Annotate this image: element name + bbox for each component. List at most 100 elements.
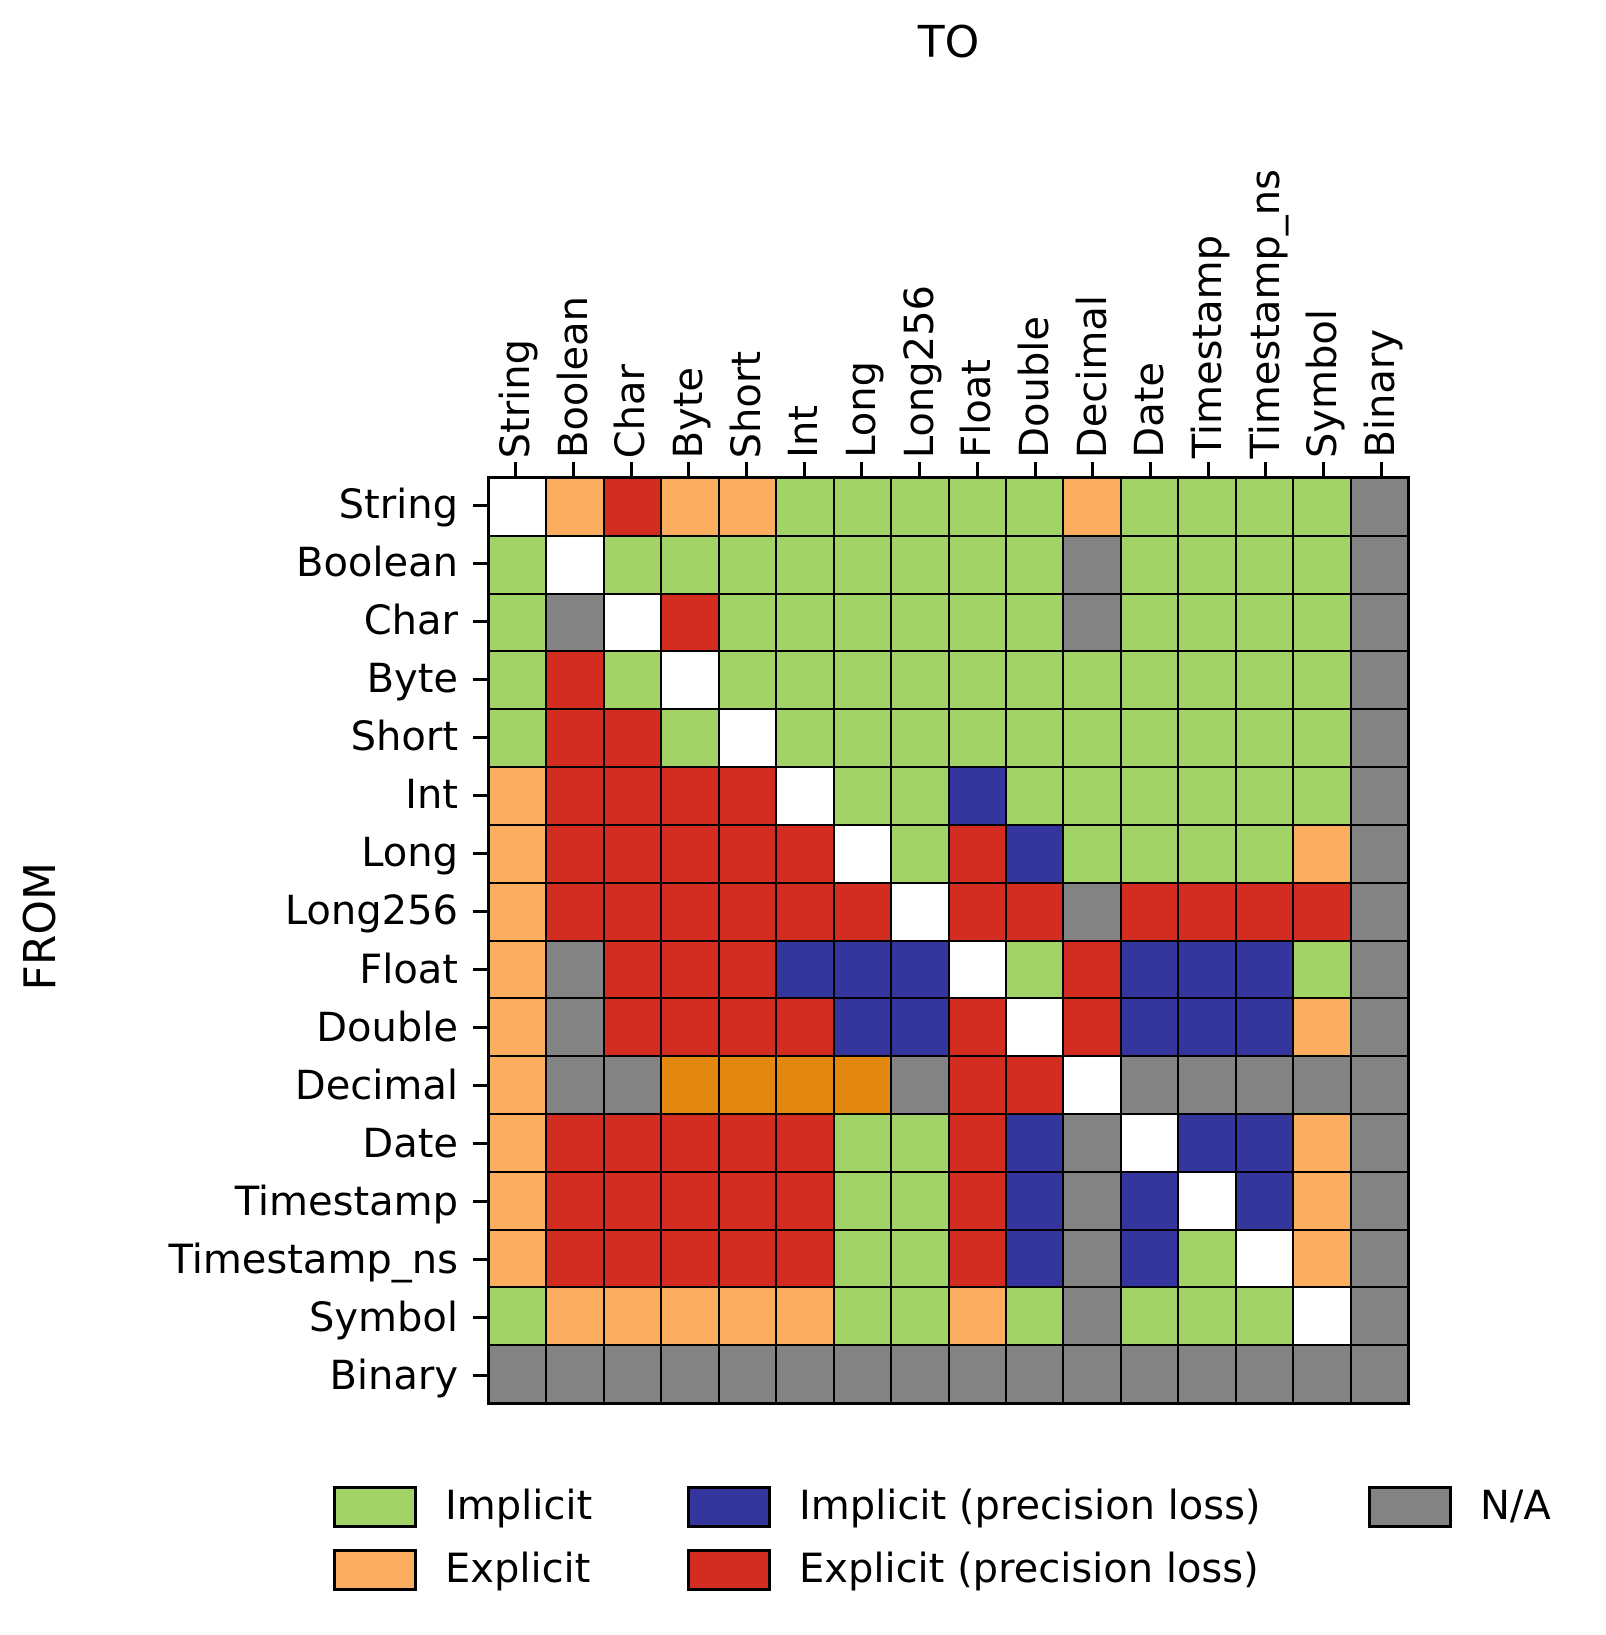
matrix-cell bbox=[489, 767, 547, 825]
column-label: Timestamp_ns bbox=[1242, 168, 1289, 458]
column-label: Float bbox=[954, 359, 1001, 458]
matrix-cell bbox=[718, 709, 777, 768]
matrix-cell bbox=[891, 998, 949, 1057]
matrix-cell bbox=[1235, 767, 1294, 825]
matrix-cell bbox=[661, 1345, 719, 1403]
matrix-cell bbox=[1120, 1287, 1179, 1346]
matrix-cell bbox=[891, 767, 949, 825]
matrix-cell bbox=[489, 1056, 547, 1114]
matrix-cell bbox=[1063, 940, 1121, 999]
matrix-cell bbox=[546, 940, 604, 999]
matrix-cell bbox=[1120, 535, 1179, 594]
matrix-cell bbox=[603, 1229, 662, 1288]
matrix-cell bbox=[718, 940, 777, 999]
row-label: Symbol bbox=[308, 1294, 458, 1341]
column-label: Date bbox=[1127, 362, 1174, 458]
matrix-cell bbox=[776, 882, 834, 941]
matrix-cell bbox=[1120, 1113, 1179, 1172]
matrix-cell bbox=[1005, 651, 1064, 710]
matrix-cell bbox=[776, 998, 834, 1057]
matrix-cell bbox=[1178, 767, 1236, 825]
matrix-cell bbox=[1293, 535, 1351, 594]
matrix-cell bbox=[833, 767, 892, 825]
matrix-cell bbox=[1178, 1113, 1236, 1172]
matrix-cell bbox=[891, 709, 949, 768]
matrix-cell bbox=[546, 767, 604, 825]
matrix-cell bbox=[1350, 593, 1408, 652]
column-label: Symbol bbox=[1300, 308, 1347, 458]
matrix-cell bbox=[546, 1229, 604, 1288]
matrix-cell bbox=[661, 1287, 719, 1346]
matrix-cell bbox=[718, 1229, 777, 1288]
x-tick-mark bbox=[572, 462, 576, 476]
matrix-cell bbox=[1350, 1287, 1408, 1346]
matrix-cell bbox=[1293, 593, 1351, 652]
matrix-cell bbox=[776, 478, 834, 536]
matrix-cell bbox=[1005, 1056, 1064, 1114]
legend-label: Implicit (precision loss) bbox=[799, 1483, 1261, 1529]
matrix-cell bbox=[718, 882, 777, 941]
matrix-cell bbox=[948, 1113, 1006, 1172]
matrix-cell bbox=[948, 1056, 1006, 1114]
matrix-cell bbox=[776, 651, 834, 710]
column-label: String bbox=[492, 338, 539, 458]
y-tick-mark bbox=[473, 1200, 487, 1204]
matrix-cell bbox=[546, 824, 604, 883]
y-tick-mark bbox=[473, 503, 487, 507]
matrix-cell bbox=[1063, 1056, 1121, 1114]
matrix-cell bbox=[603, 709, 662, 768]
column-label: Byte bbox=[665, 366, 712, 458]
matrix-cell bbox=[1350, 882, 1408, 941]
matrix-cell bbox=[1063, 767, 1121, 825]
row-label: Long bbox=[361, 830, 458, 877]
matrix-cell bbox=[891, 1287, 949, 1346]
column-label: Char bbox=[608, 363, 655, 458]
matrix-cell bbox=[1005, 998, 1064, 1057]
x-tick-mark bbox=[1321, 462, 1325, 476]
matrix-cell bbox=[1005, 535, 1064, 594]
x-tick-mark bbox=[1206, 462, 1210, 476]
matrix-cell bbox=[1005, 1113, 1064, 1172]
matrix-cell bbox=[1235, 882, 1294, 941]
matrix-cell bbox=[603, 767, 662, 825]
matrix-cell bbox=[1063, 593, 1121, 652]
matrix-cell bbox=[1063, 651, 1121, 710]
matrix-cell bbox=[948, 1229, 1006, 1288]
matrix-cell bbox=[833, 535, 892, 594]
matrix-cell bbox=[1120, 998, 1179, 1057]
matrix-cell bbox=[546, 1287, 604, 1346]
matrix-cell bbox=[546, 1113, 604, 1172]
matrix-cell bbox=[661, 478, 719, 536]
matrix-cell bbox=[1005, 767, 1064, 825]
matrix-cell bbox=[1178, 1287, 1236, 1346]
row-label: Boolean bbox=[296, 540, 458, 587]
column-label: Double bbox=[1012, 316, 1059, 458]
matrix-cell bbox=[948, 478, 1006, 536]
matrix-cell bbox=[1235, 1229, 1294, 1288]
row-label: Float bbox=[359, 946, 458, 993]
matrix-cell bbox=[661, 1171, 719, 1230]
matrix-cell bbox=[1235, 651, 1294, 710]
matrix-cell bbox=[718, 651, 777, 710]
matrix-cell bbox=[1235, 824, 1294, 883]
row-label: Decimal bbox=[294, 1062, 458, 1109]
matrix-cell bbox=[1063, 478, 1121, 536]
y-tick-mark bbox=[473, 793, 487, 797]
matrix-cell bbox=[1178, 1229, 1236, 1288]
matrix-cell bbox=[1350, 767, 1408, 825]
matrix-cell bbox=[718, 824, 777, 883]
matrix-cell bbox=[1293, 824, 1351, 883]
matrix-cell bbox=[948, 1171, 1006, 1230]
matrix-cell bbox=[891, 1171, 949, 1230]
matrix-cell bbox=[603, 998, 662, 1057]
matrix-cell bbox=[489, 1345, 547, 1403]
matrix-cell bbox=[1120, 1171, 1179, 1230]
matrix-cell bbox=[1350, 998, 1408, 1057]
matrix-cell bbox=[1178, 940, 1236, 999]
matrix-cell bbox=[1293, 767, 1351, 825]
axis-title-to: TO bbox=[917, 17, 980, 68]
matrix-cell bbox=[891, 940, 949, 999]
matrix-cell bbox=[603, 593, 662, 652]
matrix-cell bbox=[776, 1056, 834, 1114]
